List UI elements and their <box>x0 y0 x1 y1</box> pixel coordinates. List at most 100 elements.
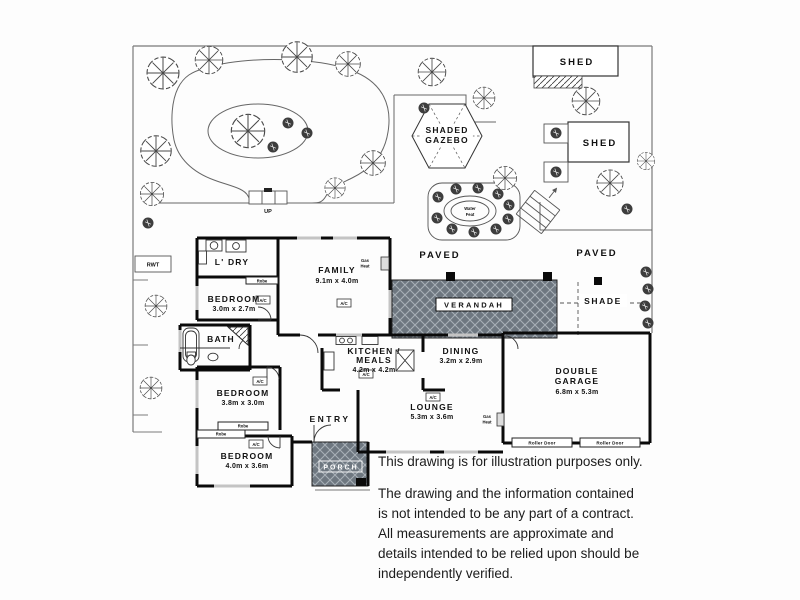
shrub-icon <box>621 203 633 215</box>
shrub-icon <box>432 191 444 203</box>
tree-icon <box>144 294 168 318</box>
bed1-label: BEDROOM <box>208 294 261 304</box>
posts <box>446 272 552 281</box>
gazebo-label-1: SHADED <box>425 125 468 135</box>
shrub-icon <box>418 102 430 114</box>
verandah: VERANDAH <box>391 279 558 339</box>
ac-label: A/C <box>340 301 347 306</box>
tree-icon <box>140 135 172 167</box>
roller-door-label: Roller Door <box>596 441 623 446</box>
steps-up: UP <box>248 188 288 215</box>
shrub-icon <box>642 317 654 329</box>
paved-right-label: PAVED <box>576 248 617 259</box>
roller-door-label: Roller Door <box>528 441 555 446</box>
shade-area: SHADE <box>560 277 646 336</box>
ac-label: A/C <box>252 442 259 447</box>
windows <box>178 236 478 488</box>
kitchen-dims: 4.2m x 4.2m <box>353 367 396 374</box>
bed2-label: BEDROOM <box>217 388 270 398</box>
bed3-dims: 4.0m x 3.6m <box>226 463 269 470</box>
bath-label: BATH <box>207 334 235 344</box>
shrub-icon <box>450 183 462 195</box>
water-feature: Water Feat <box>427 182 521 241</box>
bed1-dims: 3.0m x 2.7m <box>213 306 256 313</box>
roller-doors: Roller Door Roller Door <box>511 437 641 448</box>
robe-label: Robe <box>238 424 249 429</box>
tree-icon <box>360 150 386 176</box>
garage-label-2: GARAGE <box>555 376 600 386</box>
kitchen-label-2: MEALS <box>356 355 392 365</box>
ldry-label: L' DRY <box>215 257 249 267</box>
gas-label: Gas <box>361 258 370 263</box>
gas-label: Gas <box>483 414 492 419</box>
disclaimer-body: The drawing and the information containe… <box>378 486 640 581</box>
ac-label: A/C <box>256 379 263 384</box>
shed-right-label: SHED <box>583 138 617 149</box>
dining-dims: 3.2m x 2.9m <box>440 358 483 365</box>
entry-label: ENTRY <box>310 414 351 424</box>
house-walls <box>178 236 652 488</box>
garage-label: DOUBLE <box>555 366 598 376</box>
tree-icon <box>492 165 517 191</box>
porch: PORCH <box>311 441 370 491</box>
garage-dims: 6.8m x 5.3m <box>556 389 599 396</box>
lounge-label: LOUNGE <box>410 402 454 412</box>
ac-label: A/C <box>362 372 369 377</box>
up-label: UP <box>264 209 272 215</box>
gas-label: Heat <box>360 264 370 269</box>
shrub-icon <box>282 117 294 129</box>
paved-left-label: PAVED <box>419 250 460 261</box>
ac-units <box>248 295 441 449</box>
tree-icon <box>139 376 163 400</box>
robe-label: Robe <box>257 279 268 284</box>
gas-label: Heat <box>482 420 492 425</box>
tree-icon <box>230 113 266 149</box>
diagonal-steps <box>515 187 561 235</box>
lounge-dims: 5.3m x 3.6m <box>411 414 454 421</box>
ac-label: A/C <box>429 395 436 400</box>
shade-label: SHADE <box>584 296 622 306</box>
ac-label: A/C <box>259 298 266 303</box>
family-dims: 9.1m x 4.0m <box>316 278 359 285</box>
verandah-label: VERANDAH <box>444 301 504 310</box>
tree-icon <box>335 51 361 77</box>
tree-icon <box>281 41 313 73</box>
kitchen-fixtures <box>323 336 415 372</box>
tree-icon <box>146 56 180 90</box>
shade-post <box>594 277 602 285</box>
shrub-icon <box>640 266 652 278</box>
shed-top: SHED <box>532 45 619 89</box>
shrub-icon <box>267 141 279 153</box>
lawn-outline <box>171 59 390 204</box>
bed2-dims: 3.8m x 3.0m <box>222 400 265 407</box>
dining-label: DINING <box>443 346 480 356</box>
shrub-icon <box>431 212 443 224</box>
tree-icon <box>417 57 447 87</box>
water-feature-label-1: Water <box>464 206 476 211</box>
tank-label: RWT <box>147 263 160 269</box>
tree-icon <box>324 177 346 199</box>
tree-icon <box>636 152 656 170</box>
robe-strips <box>196 276 279 439</box>
tree-icon <box>472 86 496 110</box>
shrub-icon <box>468 226 480 238</box>
ac-labels: A/C A/C A/C A/C A/C A/C <box>252 298 436 447</box>
shrub-icon <box>502 213 514 225</box>
room-labels: L' DRY FAMILY 9.1m x 4.0m BEDROOM 3.0m x… <box>207 257 600 470</box>
robe-label: Robe <box>216 432 227 437</box>
porch-label: PORCH <box>323 465 358 472</box>
boundary-tank-box: RWT <box>134 255 172 273</box>
tree-icon <box>596 169 624 197</box>
shed-right: SHED <box>543 121 630 183</box>
tree-icon <box>194 45 224 75</box>
gazebo-label-2: GAZEBO <box>425 135 469 145</box>
paved-right-edge <box>539 202 652 231</box>
shrub-icon <box>142 217 154 229</box>
shrub-icon <box>550 127 562 139</box>
disclaimer-line1: This drawing is for illustration purpose… <box>378 454 643 469</box>
tree-icon <box>139 181 165 207</box>
bath-fixtures <box>180 326 249 366</box>
shrub-icon <box>503 199 515 211</box>
